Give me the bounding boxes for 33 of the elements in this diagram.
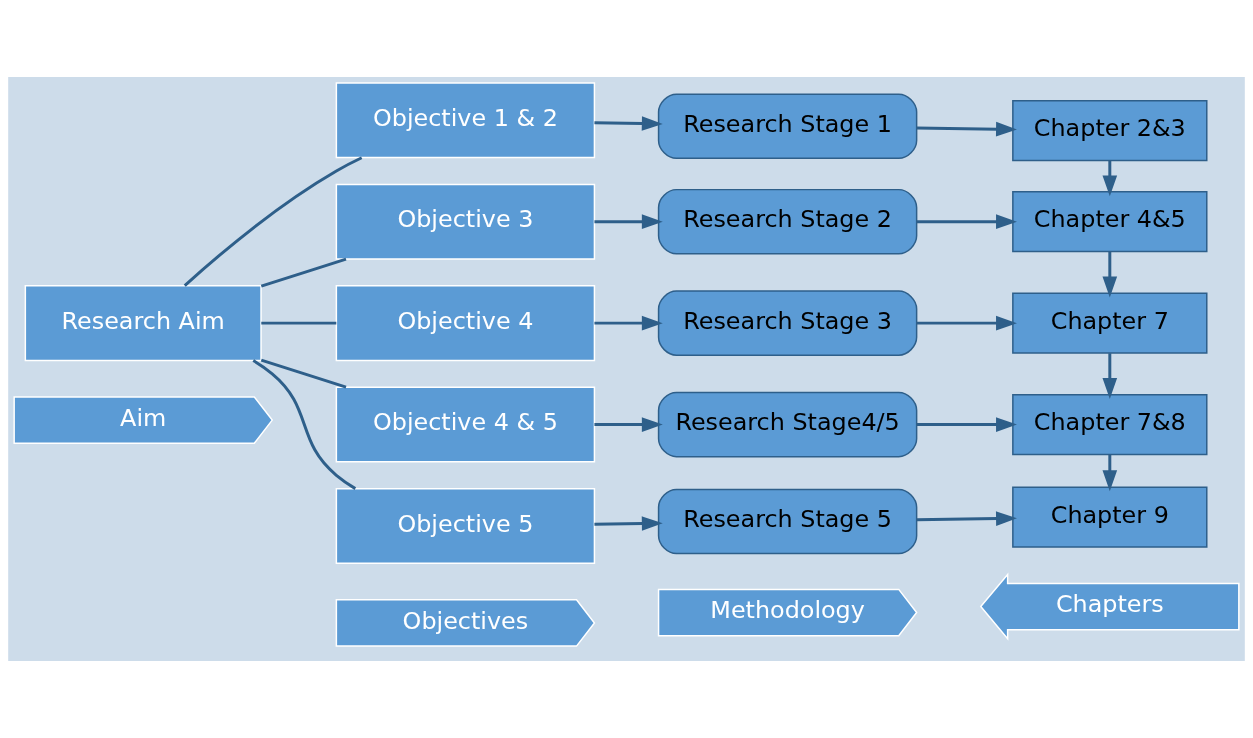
node-box: Chapter 4&5: [1012, 191, 1208, 253]
connector: [260, 257, 347, 288]
arrow: [594, 116, 663, 131]
arrow: [1102, 353, 1118, 399]
arrow: [916, 417, 1017, 432]
arrow: [594, 214, 663, 230]
arrow: [594, 516, 663, 531]
node-box: Objective 4: [335, 285, 596, 362]
node-box: Research Stage 5: [657, 488, 918, 555]
arrow: [916, 511, 1017, 526]
arrow: [594, 417, 663, 432]
node-box: Research Stage 2: [657, 188, 918, 255]
node-box: Research Stage 1: [657, 93, 918, 160]
connector: [260, 358, 347, 389]
arrow: [1102, 251, 1118, 298]
node-box: Chapter 7&8: [1012, 394, 1208, 456]
node-box: Chapter 7: [1012, 292, 1208, 354]
node-box: Research Stage4/5: [657, 391, 918, 458]
connector: [252, 359, 357, 490]
node-box: Chapter 9: [1012, 486, 1208, 548]
arrow: [916, 214, 1017, 230]
arrow: [594, 315, 663, 331]
node-box: Research Stage 3: [657, 290, 918, 356]
arrow: [916, 121, 1017, 137]
node-box: Objective 5: [335, 487, 596, 565]
node-box: Chapter 2&3: [1012, 100, 1208, 162]
connector: [261, 321, 337, 325]
node-box: Objective 4 & 5: [335, 386, 596, 463]
node-box: Objective 3: [335, 183, 596, 260]
arrow: [916, 315, 1017, 331]
node-box: Objective 1 & 2: [335, 82, 596, 159]
node-box: Research Aim: [24, 285, 262, 362]
connector: [183, 156, 363, 287]
